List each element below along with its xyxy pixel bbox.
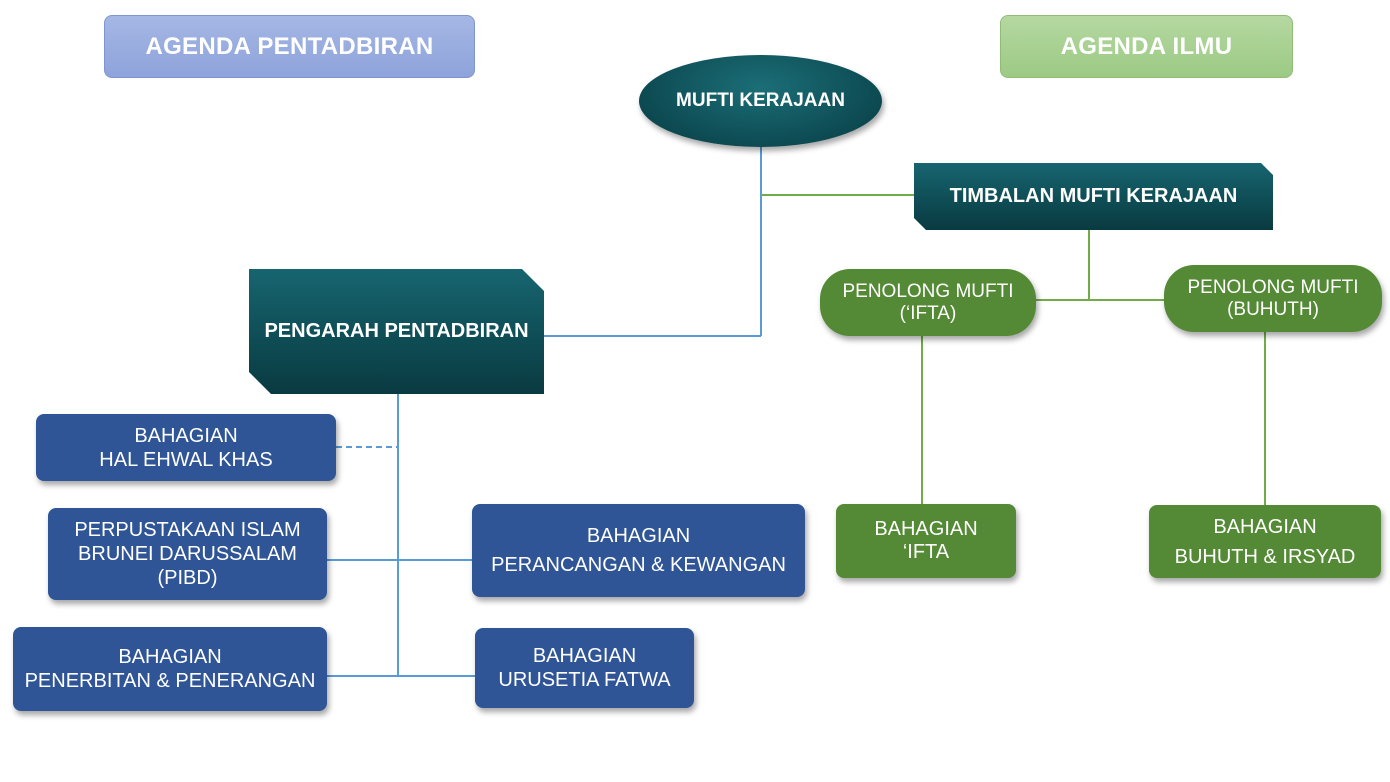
node-line: BAHAGIAN xyxy=(532,645,637,667)
node-line: (‘IFTA) xyxy=(899,302,957,324)
agenda-pentadbiran-label: AGENDA PENTADBIRAN xyxy=(145,32,434,60)
pengarah-pentadbiran-label: PENGARAH PENTADBIRAN xyxy=(264,320,529,342)
node-line: HAL EHWAL KHAS xyxy=(99,448,273,471)
bahagian-urusetia-node: BAHAGIAN URUSETIA FATWA xyxy=(475,628,694,708)
penolong-mufti-ifta-node: PENOLONG MUFTI (‘IFTA) xyxy=(820,269,1036,336)
node-line: BAHAGIAN xyxy=(118,646,222,668)
agenda-pentadbiran-header: AGENDA PENTADBIRAN xyxy=(104,15,475,78)
admin-connectors xyxy=(327,147,762,677)
timbalan-mufti-node: TIMBALAN MUFTI KERAJAAN xyxy=(914,163,1273,230)
pengarah-pentadbiran-node: PENGARAH PENTADBIRAN xyxy=(249,269,544,394)
node-line: BAHAGIAN xyxy=(134,424,238,447)
node-line: PERPUSTAKAAN ISLAM xyxy=(74,519,301,541)
node-line: URUSETIA FATWA xyxy=(498,669,671,691)
mufti-kerajaan-node: MUFTI KERAJAAN xyxy=(639,55,882,147)
node-line: PENOLONG MUFTI xyxy=(1187,276,1359,298)
node-line: BAHAGIAN xyxy=(1213,515,1317,538)
node-line: (PIBD) xyxy=(157,567,218,589)
agenda-ilmu-label: AGENDA ILMU xyxy=(1060,32,1233,60)
ilmu-connectors xyxy=(761,194,1266,505)
bahagian-penerbitan-node: BAHAGIAN PENERBITAN & PENERANGAN xyxy=(13,627,327,711)
mufti-kerajaan-label: MUFTI KERAJAAN xyxy=(676,90,845,111)
timbalan-mufti-label: TIMBALAN MUFTI KERAJAAN xyxy=(949,185,1238,207)
node-line: BRUNEI DARUSSALAM xyxy=(78,543,297,565)
node-line: (BUHUTH) xyxy=(1227,298,1319,320)
node-line: BUHUTH & IRSYAD xyxy=(1174,545,1356,568)
node-line: PENERBITAN & PENERANGAN xyxy=(24,670,316,692)
bahagian-buhuth-node: BAHAGIAN BUHUTH & IRSYAD xyxy=(1149,505,1381,578)
perpustakaan-pibd-node: PERPUSTAKAAN ISLAM BRUNEI DARUSSALAM (PI… xyxy=(48,508,327,600)
agenda-ilmu-header: AGENDA ILMU xyxy=(1000,15,1293,78)
bahagian-hal-ehwal-node: BAHAGIAN HAL EHWAL KHAS xyxy=(36,414,336,481)
node-line: ‘IFTA xyxy=(902,541,950,563)
node-line: PERANCANGAN & KEWANGAN xyxy=(491,553,786,576)
penolong-mufti-buhuth-node: PENOLONG MUFTI (BUHUTH) xyxy=(1164,265,1382,332)
node-line: BAHAGIAN xyxy=(586,524,691,547)
node-line: BAHAGIAN xyxy=(874,518,978,540)
node-line: PENOLONG MUFTI xyxy=(842,280,1014,302)
bahagian-ifta-node: BAHAGIAN ‘IFTA xyxy=(836,504,1016,578)
bahagian-perancangan-node: BAHAGIAN PERANCANGAN & KEWANGAN xyxy=(472,504,805,597)
